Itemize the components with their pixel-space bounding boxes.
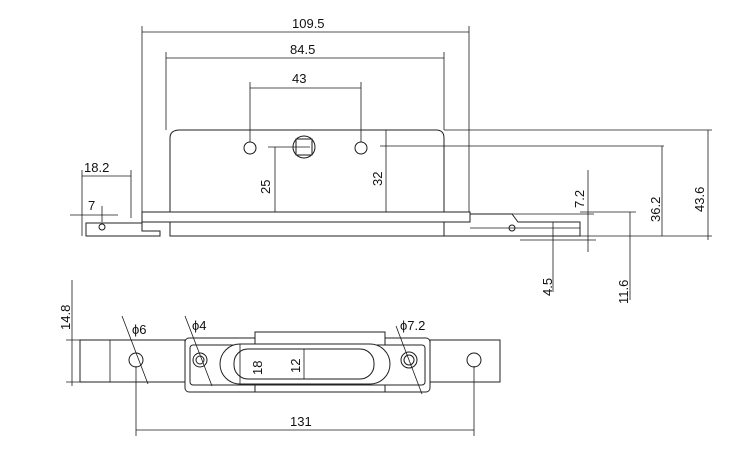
- bottom-view: ϕ6 ϕ4 ϕ7.2 14.8 18 12 131: [58, 280, 501, 436]
- plate-outline: [169, 129, 445, 212]
- dim-hole-small: ϕ4: [192, 318, 207, 333]
- dim-right-offset: 7.2: [572, 190, 587, 208]
- body-hole-right: [400, 351, 418, 369]
- dim-hole-pitch: 84.5: [290, 42, 315, 57]
- dim-hole-height: 32: [370, 172, 385, 186]
- dim-hole-large: ϕ6: [132, 322, 147, 337]
- dim-thickness: 14.8: [58, 305, 73, 330]
- dim-inner-hole-span: 43: [292, 71, 306, 86]
- dim-hole-right: ϕ7.2: [400, 318, 425, 333]
- dim-slot-height: 18: [250, 361, 265, 375]
- slot: [219, 343, 391, 385]
- dim-left-flange: 18.2: [84, 160, 109, 175]
- dim-slot-inner: 12: [288, 359, 303, 373]
- left-flange-pin: [98, 223, 106, 231]
- dim-hole-pitch-bottom: 131: [290, 414, 312, 429]
- top-view: 109.5 84.5 43 18.2 7 25 32 36.2: [70, 16, 712, 304]
- dim-height-a: 36.2: [648, 197, 663, 222]
- dim-base-offset: 4.5: [540, 278, 555, 296]
- left-flange: [85, 222, 161, 237]
- bar-right: [429, 339, 501, 383]
- bar-left: [79, 339, 186, 383]
- dim-overall-width: 109.5: [292, 16, 325, 31]
- body-hole-left: [192, 352, 208, 368]
- dim-flange-offset: 7: [88, 198, 95, 213]
- dim-height-b: 43.6: [692, 187, 707, 212]
- body-hole-right-inner: [403, 354, 415, 366]
- dim-center-height: 25: [258, 180, 273, 194]
- base-lower: [169, 221, 445, 237]
- base-rail: [141, 211, 471, 223]
- dim-base-height: 11.6: [616, 280, 631, 304]
